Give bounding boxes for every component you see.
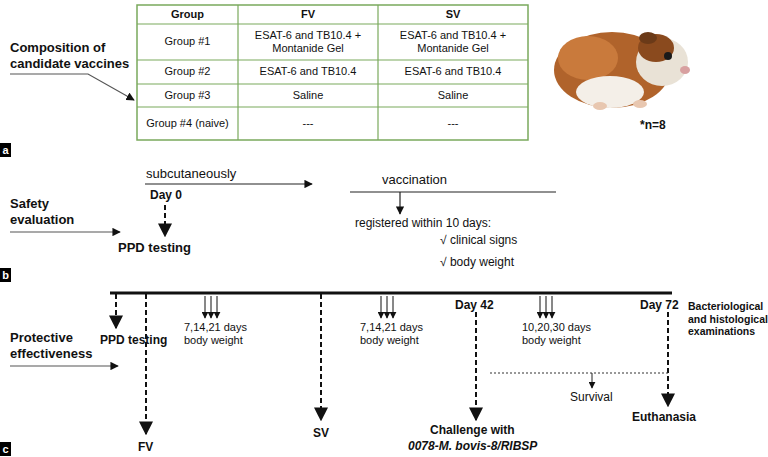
panel-letter-text: b	[2, 269, 9, 281]
dashed-arrows	[116, 294, 668, 434]
strain-name: 0078-M. bovis-8/RIBSP	[408, 439, 568, 453]
table-cell: ESAT-6 and TB10.4	[378, 60, 528, 84]
table-cell: ---	[378, 107, 528, 140]
step-label: PPD testing	[118, 240, 218, 256]
check-item: √ clinical signs	[440, 233, 560, 247]
table-cell: Group #4 (naive)	[137, 107, 238, 140]
step-label: SV	[313, 426, 353, 440]
timeline-axis	[110, 292, 672, 295]
tick-arrows	[205, 296, 552, 318]
composition-table	[137, 5, 528, 140]
table-cell: ESAT-6 and TB10.4	[238, 60, 378, 84]
pointer-arrow	[10, 231, 120, 232]
panel-letter: a	[0, 143, 11, 157]
measure-label: 7,14,21 days body weight	[184, 321, 269, 347]
table-cell: Saline	[238, 84, 378, 107]
panel-letter: c	[0, 442, 11, 456]
table-header: Group	[137, 5, 238, 24]
down-arrow	[592, 373, 593, 388]
pointer-arrow	[10, 365, 118, 366]
table-cell: Group #3	[137, 84, 238, 107]
panel-letter-text: a	[2, 144, 8, 156]
table-cell: ESAT-6 and TB10.4 + Montanide Gel	[238, 24, 378, 60]
table-header: SV	[378, 5, 528, 24]
panel-letter-text: c	[2, 443, 8, 455]
table-cell: Saline	[378, 84, 528, 107]
section-heading: Composition of candidate vaccines	[10, 40, 130, 71]
step-label: Bacteriological and histological examina…	[688, 300, 768, 338]
measure-label: 7,14,21 days body weight	[360, 321, 445, 347]
outcome-label: Survival	[570, 390, 640, 404]
step-label: Euthanasia	[632, 410, 722, 424]
dashed-arrow	[164, 205, 166, 236]
time-line	[350, 191, 556, 192]
table-cell: Group #2	[137, 60, 238, 84]
day-label: Day 42	[455, 298, 515, 312]
note-text: registered within 10 days:	[355, 216, 525, 230]
guinea-pig-illustration	[554, 32, 690, 110]
down-arrow	[399, 192, 400, 214]
panel-letter: b	[0, 268, 11, 282]
step-label: FV	[138, 440, 178, 454]
dotted-line	[490, 372, 670, 373]
sample-size: *n=8	[640, 118, 700, 132]
table-cell: ---	[238, 107, 378, 140]
route-label: subcutaneously	[146, 166, 276, 182]
pointer-arrow	[10, 74, 134, 100]
table-cell: ESAT-6 and TB10.4 + Montanide Gel	[378, 24, 528, 60]
table-cell: Group #1	[137, 24, 238, 60]
table-header: FV	[238, 5, 378, 24]
section-heading: Safety evaluation	[10, 196, 82, 227]
step-label: vaccination	[382, 172, 482, 188]
section-heading: Protective effectiveness	[10, 330, 102, 361]
step-label: Challenge with	[430, 423, 540, 437]
route-arrow	[145, 183, 312, 184]
check-item: √ body weight	[440, 255, 560, 269]
measure-label: 10,20,30 days body weight	[522, 321, 612, 347]
day-label: Day 0	[150, 188, 210, 202]
